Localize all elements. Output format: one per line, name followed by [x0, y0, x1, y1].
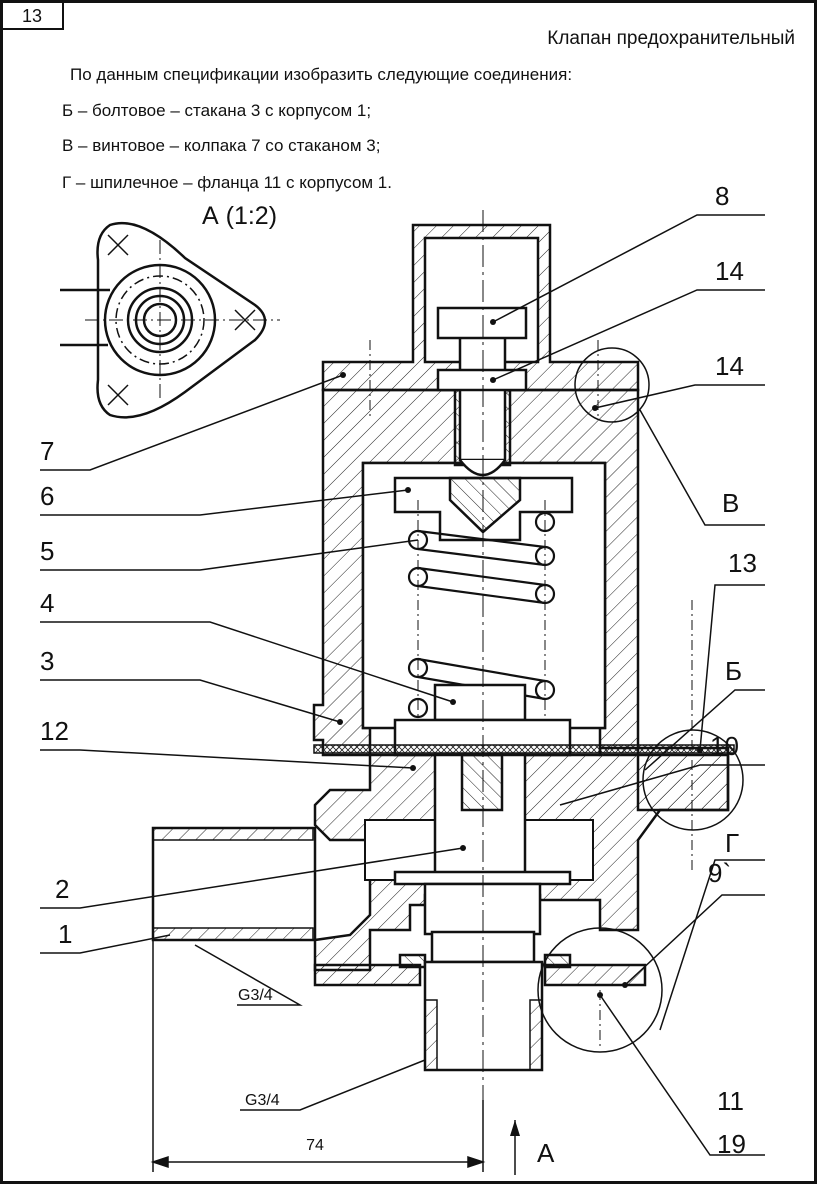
view-a-label: А (1:2)	[202, 202, 277, 230]
callout-6: 6	[40, 481, 54, 511]
task-item-screw: В – винтовое – колпака 7 со стаканом 3;	[62, 136, 380, 155]
flange-11	[313, 963, 422, 987]
callout-g: Г	[725, 828, 739, 858]
callout-13: 13	[728, 548, 757, 578]
callout-3: 3	[40, 646, 54, 676]
drawing-title: Клапан предохранительный	[547, 28, 795, 49]
sheet-number-box	[1, 1, 64, 30]
callout-8: 8	[715, 181, 729, 211]
callout-1: 1	[58, 919, 72, 949]
dimension-74: 74	[306, 1137, 324, 1154]
sheet-number: 13	[22, 6, 42, 26]
callout-12: 12	[40, 716, 69, 746]
thread-label-side: G3/4	[238, 987, 273, 1004]
view-arrow-label: А	[537, 1138, 555, 1168]
callout-7: 7	[40, 436, 54, 466]
task-item-bolt: Б – болтовое – стакана 3 с корпусом 1;	[62, 101, 371, 120]
task-intro: По данным спецификации изобразить следую…	[70, 65, 572, 84]
callout-bolt: Б	[725, 656, 742, 686]
callout-2: 2	[55, 874, 69, 904]
detail-circle-b	[574, 347, 650, 423]
callout-14: 14	[715, 351, 744, 381]
callout-14-top: 14	[715, 256, 744, 286]
view-a-flange	[60, 221, 280, 419]
callout-b: В	[722, 488, 739, 518]
thread-label-bottom: G3/4	[245, 1092, 280, 1109]
detail-circle-g	[537, 927, 663, 1053]
callout-5: 5	[40, 536, 54, 566]
task-item-stud: Г – шпилечное – фланца 11 с корпусом 1.	[62, 173, 392, 192]
valve-section	[151, 210, 735, 1170]
callout-10: 10	[710, 731, 739, 761]
callout-11: 11	[717, 1086, 744, 1116]
callout-9: 9`	[708, 858, 731, 888]
detail-circle-bolt	[642, 729, 744, 831]
callout-4: 4	[40, 588, 54, 618]
callout-19: 19	[717, 1129, 746, 1159]
